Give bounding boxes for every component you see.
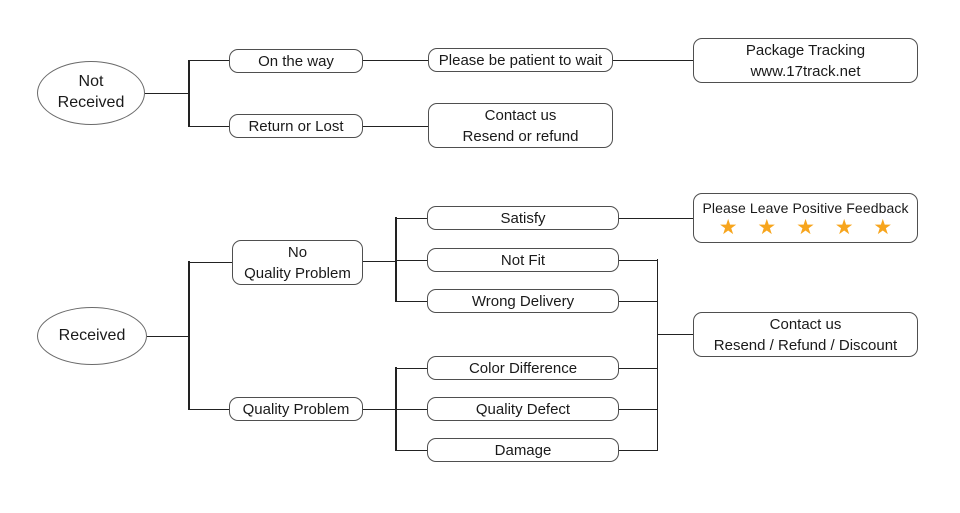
node-contact-us-resend-refund-discount: Contact us Resend / Refund / Discount	[693, 312, 918, 357]
connector-color-difference-out	[619, 367, 657, 369]
node-not-received: Not Received	[37, 61, 145, 125]
node-quality-defect: Quality Defect	[427, 397, 619, 421]
node-return-or-lost: Return or Lost	[229, 114, 363, 138]
connector-to-not-fit	[395, 259, 427, 261]
connector-damage-out	[619, 449, 657, 451]
connector-to-no-quality-problem	[188, 261, 232, 263]
node-on-the-way: On the way	[229, 49, 363, 73]
connector-received-to-junction	[147, 335, 189, 337]
connector-wrong-delivery-out	[619, 300, 657, 302]
connector-not-received-branch-vertical	[188, 60, 190, 127]
connector-merge-to-contact-us-discount	[657, 333, 693, 335]
node-color-difference: Color Difference	[427, 356, 619, 380]
node-positive-feedback: Please Leave Positive Feedback ★ ★ ★ ★ ★	[693, 193, 918, 243]
connector-to-quality-problem	[188, 408, 229, 410]
connector-not-received-to-junction	[145, 92, 189, 94]
connector-to-quality-defect	[395, 408, 427, 410]
connector-to-color-difference	[395, 367, 427, 369]
node-package-tracking: Package Tracking www.17track.net	[693, 38, 918, 83]
node-not-fit: Not Fit	[427, 248, 619, 272]
connector-received-branch-vertical	[188, 261, 190, 409]
node-no-quality-problem: No Quality Problem	[232, 240, 363, 285]
node-damage: Damage	[427, 438, 619, 462]
connector-to-satisfy	[395, 217, 427, 219]
node-quality-problem: Quality Problem	[229, 397, 363, 421]
connector-not-fit-out	[619, 259, 657, 261]
connector-to-wrong-delivery	[395, 300, 427, 302]
node-please-be-patient: Please be patient to wait	[428, 48, 613, 72]
connector-satisfy-to-feedback	[619, 217, 693, 219]
connector-quality-defect-out	[619, 408, 657, 410]
connector-to-on-the-way	[188, 59, 229, 61]
connector-no-quality-problem-out	[363, 260, 396, 262]
connector-please-be-patient-to-package-tracking	[613, 59, 693, 61]
connector-return-or-lost-to-contact-us	[363, 125, 428, 127]
positive-feedback-label: Please Leave Positive Feedback	[702, 199, 909, 216]
connector-to-return-or-lost	[188, 125, 229, 127]
five-star-rating-icon: ★ ★ ★ ★ ★	[718, 216, 900, 240]
node-received: Received	[37, 307, 147, 365]
node-contact-us-resend-refund: Contact us Resend or refund	[428, 103, 613, 148]
connector-merge-vertical	[656, 259, 658, 451]
node-satisfy: Satisfy	[427, 206, 619, 230]
connector-on-the-way-to-please-be-patient	[363, 59, 428, 61]
connector-quality-problem-out	[363, 408, 396, 410]
node-wrong-delivery: Wrong Delivery	[427, 289, 619, 313]
connector-to-damage	[395, 449, 427, 451]
